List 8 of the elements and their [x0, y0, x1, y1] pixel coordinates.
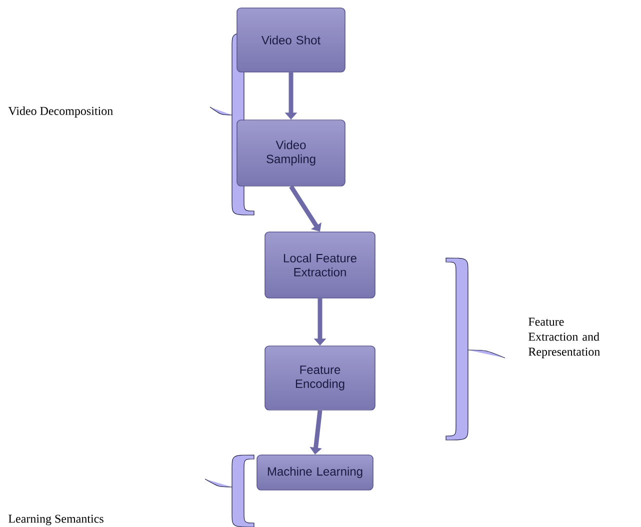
process-box: Video Shot	[236, 8, 346, 72]
process-box: Video Sampling	[236, 120, 346, 186]
bracket-label: Video Decomposition	[8, 106, 113, 118]
process-box: Local Feature Extraction	[264, 232, 376, 298]
process-box: Machine Learning	[256, 454, 374, 490]
bracket-label: Feature Extraction and Representation	[528, 318, 600, 358]
bracket-label: Learning Semantics	[8, 514, 104, 526]
process-box: Feature Encoding	[264, 346, 376, 410]
